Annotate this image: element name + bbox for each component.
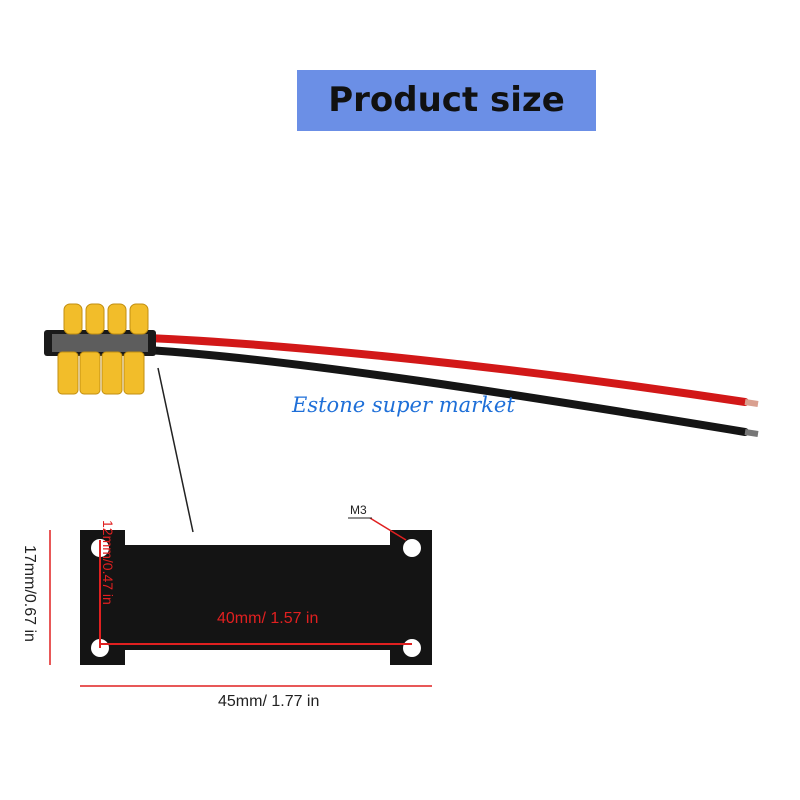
title-banner: Product size — [297, 70, 596, 131]
total-width-label: 45mm/ 1.77 in — [218, 693, 320, 710]
wire-black — [144, 346, 759, 437]
total-height-label: 17mm/0.67 in — [21, 545, 38, 642]
connectors-top — [63, 303, 149, 335]
mount-hole — [403, 539, 421, 557]
m3-leader — [369, 517, 407, 541]
hole-size-label: M3 — [350, 503, 367, 517]
board-outline — [80, 530, 432, 665]
mount-hole — [403, 639, 421, 657]
pointer-line — [157, 367, 194, 533]
connectors-bottom — [57, 351, 145, 395]
hole-spacing-width-label: 40mm/ 1.57 in — [217, 610, 319, 627]
watermark: Estone super market — [292, 393, 515, 417]
wire-red — [144, 334, 759, 407]
page-title: Product size — [328, 80, 565, 120]
hole-spacing-height-label: 12mm/0.47 in — [100, 520, 116, 605]
